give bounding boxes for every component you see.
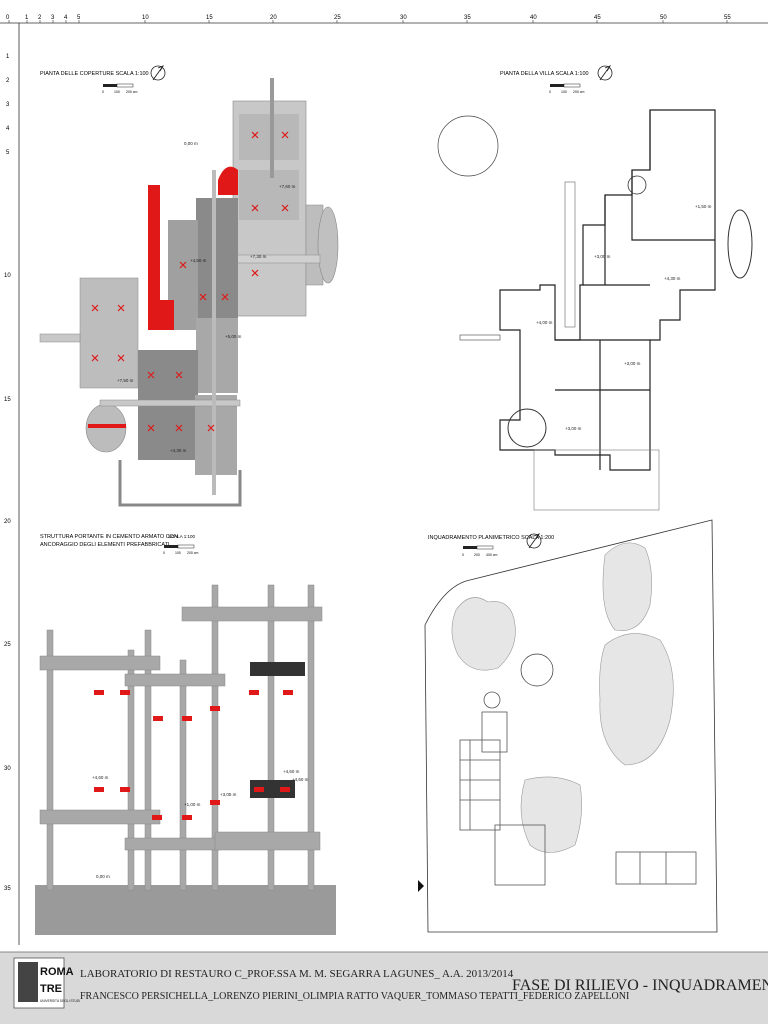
- ruler-top-label: 3: [51, 15, 55, 21]
- elevation-label: +4,00 m: [536, 320, 553, 325]
- logo-text-tre: TRE: [40, 983, 62, 995]
- ruler-left-label: 2: [6, 78, 10, 84]
- elevation-label: +7,50 m: [117, 378, 134, 383]
- structure-panel: STRUTTURA PORTANTE IN CEMENTO ARMATO CON…: [35, 534, 336, 935]
- villa-plan-panel: PIANTA DELLA VILLA SCALA 1:100 0 100 200…: [437, 65, 753, 511]
- university-logo: ROMA TRE UNIVERSITÀ DEGLI STUDI: [13, 957, 80, 1009]
- scale-bar: 0 100 200 cm: [549, 83, 585, 94]
- north-arrow-icon: [597, 65, 613, 81]
- elevation-label: +3,05 m: [220, 792, 237, 797]
- svg-text:100: 100: [561, 90, 567, 94]
- elevation-label: +3,00 m: [565, 426, 582, 431]
- svg-text:0: 0: [462, 553, 464, 557]
- ruler-top-label: 40: [530, 15, 537, 21]
- site-plan-title: INQUADRAMENTO PLANIMETRICO SCALA 1:200: [428, 535, 554, 541]
- ruler-top-label: 0: [6, 15, 10, 21]
- phase-title: FASE DI RILIEVO - INQUADRAMENTO: [512, 977, 768, 994]
- elevation-label: +4,60 m: [283, 769, 300, 774]
- north-arrow-icon: [526, 533, 542, 549]
- ruler-top-label: 2: [38, 15, 42, 21]
- ruler-top-label: 4: [64, 15, 68, 21]
- ruler-top-label: 55: [724, 15, 731, 21]
- svg-text:200 cm: 200 cm: [187, 551, 199, 555]
- svg-text:0: 0: [102, 90, 104, 94]
- ruler-top-label: 25: [334, 15, 341, 21]
- ruler-left-label: 5: [6, 150, 10, 156]
- svg-text:400 cm: 400 cm: [486, 553, 498, 557]
- top-ruler: 0 1 2 3 4 5 10 15 20 25 30 35 40 45 50 5…: [0, 15, 768, 24]
- structure-scale-label: SCALA 1:100: [168, 534, 196, 539]
- elevation-label: +5,00 m: [225, 334, 242, 339]
- ruler-top-label: 1: [25, 15, 29, 21]
- elevation-label: +4,60 m: [292, 777, 309, 782]
- site-plan-panel: INQUADRAMENTO PLANIMETRICO SCALA 1:200 0…: [418, 519, 718, 933]
- elevation-label: +1,00 m: [184, 802, 201, 807]
- ruler-left-label: 1: [6, 54, 10, 60]
- elevation-label: 0,00 m: [96, 874, 110, 879]
- ruler-left-label: 10: [4, 273, 11, 279]
- structure-title-line1: STRUTTURA PORTANTE IN CEMENTO ARMATO CON: [40, 534, 178, 540]
- ruler-top-label: 45: [594, 15, 601, 21]
- structure-title-line2: ANCORAGGIO DEGLI ELEMENTI PREFABBRICATI: [40, 542, 170, 548]
- elevation-label: +4,50 m: [190, 258, 207, 263]
- svg-text:100: 100: [114, 90, 120, 94]
- roof-plan-panel: PIANTA DELLE COPERTURE SCALA 1:100 0 100…: [39, 65, 339, 507]
- ruler-left-label: 4: [6, 126, 10, 132]
- ruler-left-label: 30: [4, 766, 11, 772]
- elevation-label: 0,00 m: [184, 141, 198, 146]
- logo-text-roma: ROMA: [40, 966, 74, 978]
- ruler-left-label: 15: [4, 397, 11, 403]
- ruler-left-label: 25: [4, 642, 11, 648]
- ruler-left-label: 3: [6, 102, 10, 108]
- ruler-top-label: 20: [270, 15, 277, 21]
- elevation-label: +3,00 m: [594, 254, 611, 259]
- ruler-top-label: 5: [77, 15, 81, 21]
- ruler-top-label: 10: [142, 15, 149, 21]
- svg-text:0: 0: [163, 551, 165, 555]
- ruler-top-label: 50: [660, 15, 667, 21]
- svg-text:200 cm: 200 cm: [573, 90, 585, 94]
- ruler-top-label: 35: [464, 15, 471, 21]
- elevation-label: +4,30 m: [170, 448, 187, 453]
- elevation-label: +4,30 m: [664, 276, 681, 281]
- ruler-top-label: 15: [206, 15, 213, 21]
- left-ruler: 1 2 3 4 5 10 15 20 25 30 35: [4, 23, 20, 945]
- scale-bar: 0 200 400 cm: [462, 545, 498, 557]
- elevation-label: +7,60 m: [279, 184, 296, 189]
- scale-bar: 0 100 200 cm: [102, 83, 138, 94]
- elevation-label: +1,50 m: [695, 204, 712, 209]
- scale-bar: 0 100 200 cm: [163, 544, 199, 555]
- ruler-left-label: 20: [4, 519, 11, 525]
- svg-text:0: 0: [549, 90, 551, 94]
- authors-line: FRANCESCO PERSICHELLA_LORENZO PIERINI_OL…: [80, 991, 629, 1002]
- elevation-label: +3,00 m: [624, 361, 641, 366]
- ruler-top-label: 30: [400, 15, 407, 21]
- svg-text:200: 200: [474, 553, 480, 557]
- title-block: ROMA TRE UNIVERSITÀ DEGLI STUDI LABORATO…: [0, 951, 768, 1024]
- ruler-left-label: 35: [4, 886, 11, 892]
- elevation-label: +7,30 m: [250, 254, 267, 259]
- elevation-label: +4,60 m: [92, 775, 109, 780]
- logo-text-university: UNIVERSITÀ DEGLI STUDI: [40, 999, 80, 1003]
- svg-text:100: 100: [175, 551, 181, 555]
- roof-plan-title: PIANTA DELLE COPERTURE SCALA 1:100: [40, 71, 149, 77]
- svg-text:200 cm: 200 cm: [126, 90, 138, 94]
- course-line: LABORATORIO DI RESTAURO C_PROF.SSA M. M.…: [80, 968, 514, 980]
- north-arrow-icon: [150, 65, 166, 81]
- villa-plan-title: PIANTA DELLA VILLA SCALA 1:100: [500, 71, 589, 77]
